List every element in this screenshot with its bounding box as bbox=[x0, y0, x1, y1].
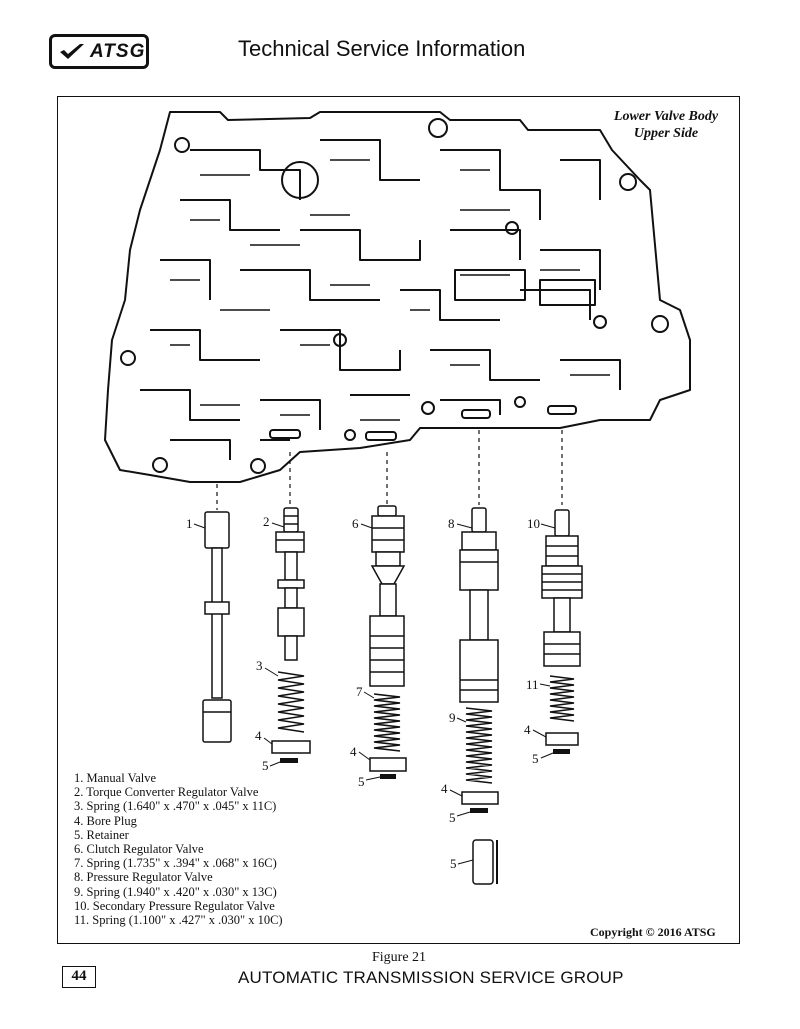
callout-5: 5 bbox=[358, 774, 365, 789]
clutch-regulator-valve bbox=[369, 505, 406, 687]
pressure-regulator-valve bbox=[459, 507, 499, 703]
torque-converter-regulator-valve bbox=[275, 507, 305, 661]
retainer bbox=[553, 749, 570, 754]
page-title: Technical Service Information bbox=[238, 36, 526, 61]
caption-line-2: Upper Side bbox=[633, 126, 699, 141]
valve-body-outline bbox=[104, 111, 691, 483]
callout-4: 4 bbox=[524, 722, 531, 737]
bore-plug bbox=[369, 757, 407, 772]
callout-1: 1 bbox=[186, 516, 193, 531]
legend-item: 7. Spring (1.735" x .394" x .068" x 16C) bbox=[74, 856, 277, 871]
retainer-side-view bbox=[472, 839, 494, 885]
diagram-caption: Lower Valve Body Upper Side bbox=[606, 108, 726, 142]
legend-item: 1. Manual Valve bbox=[74, 771, 157, 785]
valve-body-pocket bbox=[454, 269, 526, 301]
callout-3: 3 bbox=[256, 658, 263, 673]
callout-5: 5 bbox=[449, 810, 456, 825]
bore-plug bbox=[271, 740, 311, 754]
page-number: 44 bbox=[62, 966, 96, 988]
copyright-notice: Copyright © 2016 ATSG bbox=[590, 925, 716, 939]
figure-label: Figure 21 bbox=[372, 950, 427, 965]
callout-5: 5 bbox=[262, 758, 269, 773]
callout-11: 11 bbox=[526, 677, 539, 692]
spring-3 bbox=[277, 671, 305, 733]
legend-item: 3. Spring (1.640" x .470" x .045" x 11C) bbox=[74, 799, 277, 814]
atsg-check-icon bbox=[60, 43, 84, 59]
retainer bbox=[280, 758, 298, 763]
callout-10: 10 bbox=[527, 516, 540, 531]
parts-legend: 1. Manual Valve 2. Torque Converter Regu… bbox=[74, 771, 283, 927]
legend-item: 6. Clutch Regulator Valve bbox=[74, 842, 204, 857]
footer-org: AUTOMATIC TRANSMISSION SERVICE GROUP bbox=[238, 968, 624, 987]
bore-plug bbox=[545, 732, 579, 746]
callout-7: 7 bbox=[356, 684, 363, 699]
retainer bbox=[380, 774, 396, 779]
spring-9 bbox=[465, 707, 493, 784]
callout-5: 5 bbox=[532, 751, 539, 766]
spring-11 bbox=[549, 675, 575, 722]
caption-line-1: Lower Valve Body bbox=[613, 109, 719, 124]
atsg-logo: ATSG bbox=[49, 34, 149, 69]
figure-frame bbox=[57, 96, 740, 944]
retainer bbox=[470, 808, 488, 813]
secondary-pressure-regulator-valve bbox=[541, 509, 583, 667]
legend-item: 10. Secondary Pressure Regulator Valve bbox=[74, 898, 275, 913]
callout-6: 6 bbox=[352, 516, 359, 531]
bore-plug bbox=[461, 791, 499, 805]
callout-9: 9 bbox=[449, 710, 456, 725]
callout-4: 4 bbox=[350, 744, 357, 759]
legend-item: 11. Spring (1.100" x .427" x .030" x 10C… bbox=[74, 913, 283, 928]
legend-item: 4. Bore Plug bbox=[74, 813, 137, 828]
legend-item: 5. Retainer bbox=[74, 827, 129, 842]
logo-text: ATSG bbox=[90, 40, 146, 62]
legend-item: 8. Pressure Regulator Valve bbox=[74, 870, 213, 885]
callout-5: 5 bbox=[450, 856, 457, 871]
callout-4: 4 bbox=[441, 781, 448, 796]
spring-7 bbox=[373, 693, 401, 752]
callout-4: 4 bbox=[255, 728, 262, 743]
callout-8: 8 bbox=[448, 516, 455, 531]
legend-item: 2. Torque Converter Regulator Valve bbox=[74, 785, 259, 800]
callout-2: 2 bbox=[263, 514, 270, 529]
legend-item: 9. Spring (1.940" x .420" x .030" x 13C) bbox=[74, 884, 277, 899]
manual-valve bbox=[202, 511, 232, 743]
